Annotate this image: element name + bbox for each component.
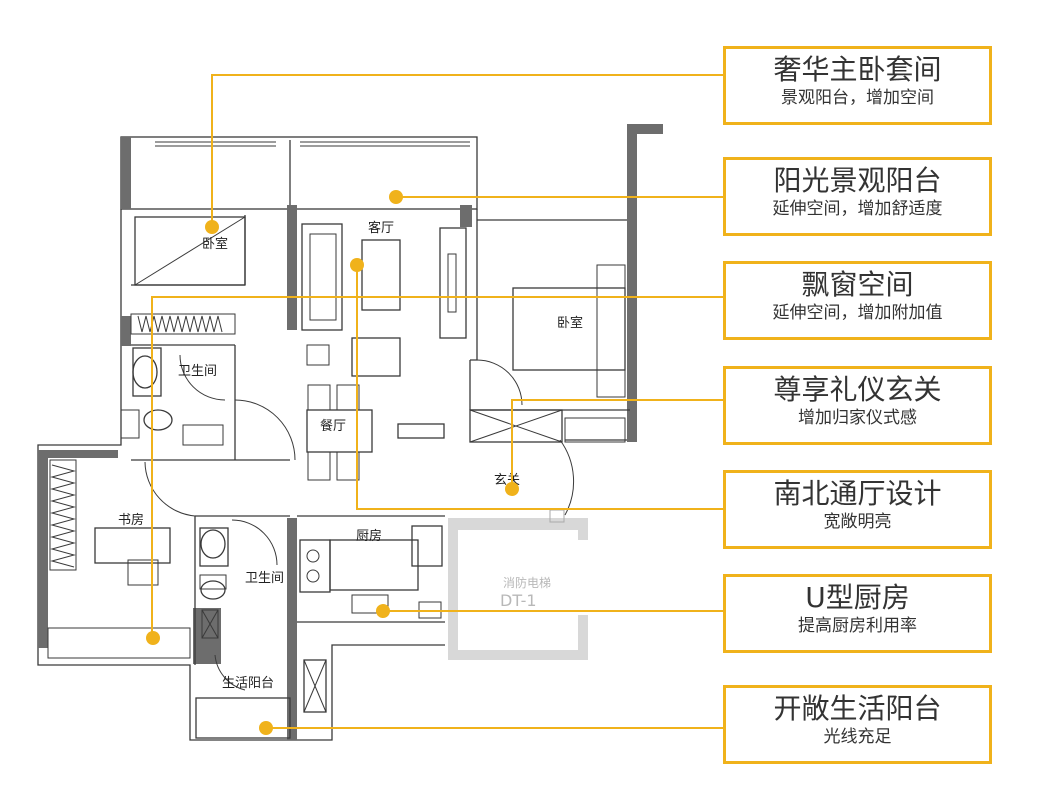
master-bed — [134, 216, 246, 286]
callout-master-suite: 奢华主卧套间 景观阳台，增加空间 — [723, 46, 992, 125]
callout-entrance-foyer: 尊享礼仪玄关 增加归家仪式感 — [723, 366, 992, 445]
leader-dot-4 — [505, 482, 519, 496]
leader-dots — [146, 190, 519, 735]
callout-subtitle: 延伸空间，增加附加值 — [772, 303, 943, 323]
leader-dot-1 — [205, 220, 219, 234]
room-label-study: 书房 — [118, 512, 144, 528]
leader-lines — [151, 74, 723, 729]
callout-service-balcony: 开敞生活阳台 光线充足 — [723, 685, 992, 764]
callout-title: 奢华主卧套间 — [773, 53, 942, 86]
room-label-bathroom-main: 卫生间 — [178, 364, 217, 379]
leader-dot-7 — [259, 721, 273, 735]
callout-through-hall: 南北通厅设计 宽敞明亮 — [723, 470, 992, 549]
callout-subtitle: 延伸空间，增加舒适度 — [772, 199, 943, 219]
leader-3 — [151, 296, 723, 636]
callout-title: U型厨房 — [805, 581, 910, 614]
leader-dot-6 — [376, 604, 390, 618]
callout-subtitle: 景观阳台，增加空间 — [781, 88, 934, 108]
leader-dot-3 — [146, 631, 160, 645]
room-label-bathroom-second: 卫生间 — [245, 571, 284, 586]
callout-sunny-balcony: 阳光景观阳台 延伸空间，增加舒适度 — [723, 157, 992, 236]
kitchen-fixtures — [299, 525, 443, 619]
room-label-dining-room: 餐厅 — [320, 418, 346, 434]
room-label-kitchen: 厨房 — [356, 528, 382, 544]
elevator-label: 消防电梯 — [503, 575, 551, 590]
room-label-master-bedroom: 卧室 — [202, 236, 228, 252]
leader-5 — [356, 265, 723, 510]
second-bed — [512, 264, 626, 398]
callout-bay-window: 飘窗空间 延伸空间，增加附加值 — [723, 261, 992, 340]
room-label-service-balcony: 生活阳台 — [222, 676, 274, 691]
callout-subtitle: 光线充足 — [823, 727, 892, 747]
balcony-fixtures — [195, 659, 327, 739]
study-shelf — [47, 459, 191, 659]
doors — [144, 354, 575, 691]
wardrobe — [130, 313, 236, 335]
walls — [38, 124, 663, 740]
leader-1 — [211, 74, 723, 225]
bathroom-fixtures — [120, 347, 229, 639]
callout-title: 南北通厅设计 — [773, 477, 942, 510]
elevator-code: DT-1 — [500, 591, 537, 610]
room-label-second-bedroom: 卧室 — [557, 315, 583, 331]
callout-title: 尊享礼仪玄关 — [773, 373, 942, 406]
leader-4 — [511, 399, 723, 488]
callout-u-kitchen: U型厨房 提高厨房利用率 — [723, 574, 992, 653]
leader-dot-2 — [389, 190, 403, 204]
callout-subtitle: 增加归家仪式感 — [798, 408, 917, 428]
callout-title: 开敞生活阳台 — [773, 692, 942, 725]
room-label-living-room: 客厅 — [368, 220, 394, 236]
leader-dot-5 — [350, 258, 364, 272]
entry-cabinet — [469, 409, 626, 443]
callout-subtitle: 提高厨房利用率 — [798, 616, 917, 636]
living-furniture — [301, 223, 467, 439]
callout-title: 飘窗空间 — [801, 268, 914, 301]
callout-subtitle: 宽敞明亮 — [823, 512, 892, 532]
dining-furniture — [306, 384, 373, 481]
callout-title: 阳光景观阳台 — [773, 164, 942, 197]
